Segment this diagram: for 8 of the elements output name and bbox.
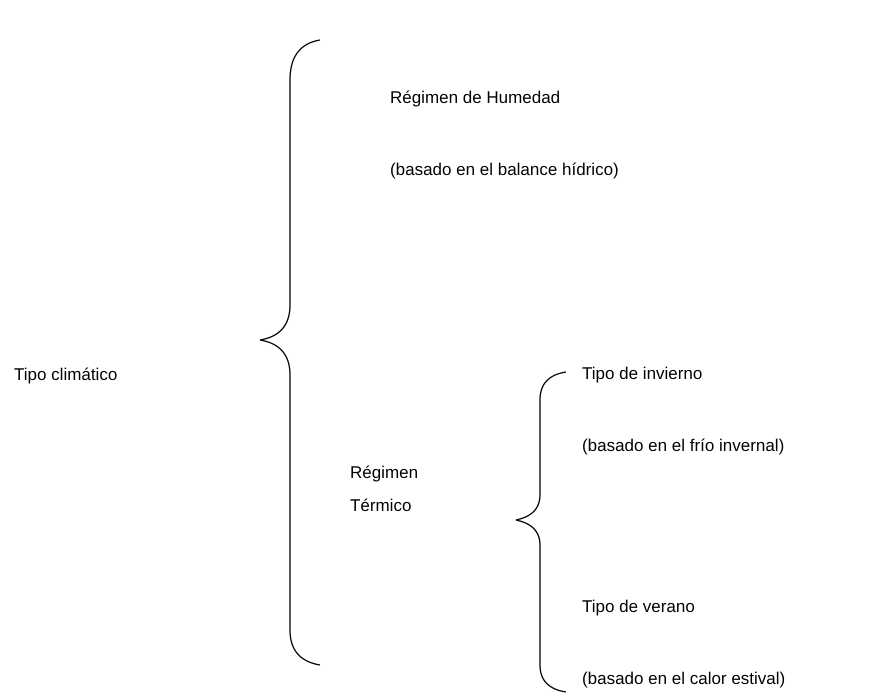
label-text: (basado en el calor estival) [582,668,786,690]
label-text: (basado en el frío invernal) [582,435,784,457]
label-text: Tipo climático [14,364,118,386]
label-text: (basado en el balance hídrico) [390,159,619,181]
label-text: Régimen de Humedad [390,87,560,109]
label-text: Tipo de invierno [582,363,702,385]
label-text: Régimen Térmico [350,462,420,517]
label-text: Tipo de verano [582,596,695,618]
